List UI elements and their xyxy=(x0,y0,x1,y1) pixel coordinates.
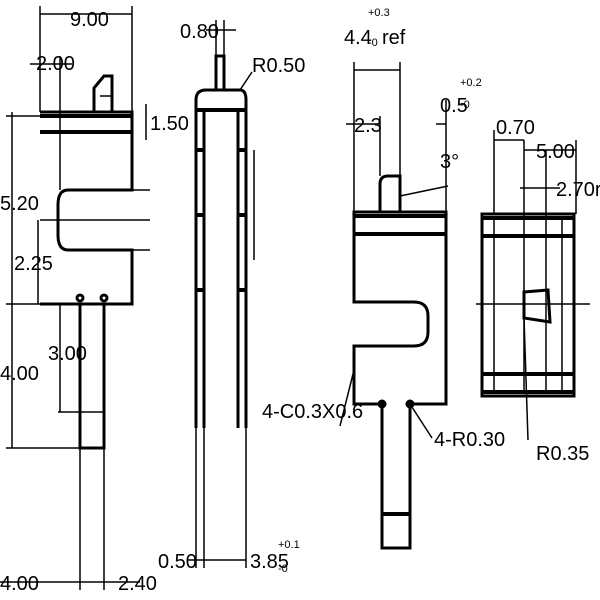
dim-44-ref: ref xyxy=(382,27,406,49)
dim-070-label: 0.70 xyxy=(496,117,535,139)
dim-44-sup: +0.3 xyxy=(368,7,390,19)
dim-r030-label: 4-R0.30 xyxy=(434,429,505,451)
dim-r050-leader xyxy=(239,71,253,91)
dim-400-label: 4.00 xyxy=(0,363,39,385)
view3-hole-left xyxy=(377,399,387,409)
front-hole-right xyxy=(99,293,109,303)
view4-pin xyxy=(522,288,552,324)
front-body-outline xyxy=(40,110,134,306)
dim-23-label: 2.3 xyxy=(354,115,382,137)
dim-r030-leader xyxy=(409,403,433,439)
dim-r035-label: R0.35 xyxy=(536,443,589,465)
front-hole-left xyxy=(75,293,85,303)
dim-270-label: 2.70ref xyxy=(556,179,600,201)
dim-b385-label: 3.85 xyxy=(250,551,289,573)
dim-05-sup: +0.2 xyxy=(460,77,482,89)
dim-15-label: 1.50 xyxy=(150,113,189,135)
dim-500-label: 5.00 xyxy=(536,141,575,163)
dim-9-label: 9.00 xyxy=(70,9,109,31)
view3-hook xyxy=(378,174,402,212)
dim-chamfer-leader xyxy=(339,369,355,427)
dim-angle-label: 3° xyxy=(440,151,459,173)
side-view: 0.80 R0.50 0.50 3.85 +0.1 -0 xyxy=(158,20,305,575)
dim-b240-label: 2.40 xyxy=(118,573,157,595)
dim-080-label: 0.80 xyxy=(180,21,219,43)
fourth-view: 0.70 5.00 2.70ref R0.35 xyxy=(476,117,600,465)
dim-b385-sub: -0 xyxy=(278,563,288,575)
dim-r035-leader xyxy=(523,317,529,441)
side-pin xyxy=(214,54,226,92)
dim-3-label: 3.00 xyxy=(48,343,87,365)
view4-outline xyxy=(480,212,576,398)
third-view: 4.4 +0.3 -0 ref 2.3 0.5 +0.2 -0 3° 4-C0.… xyxy=(262,7,505,550)
front-hook xyxy=(92,74,114,112)
dim-chamfer-label: 4-C0.3X0.6 xyxy=(262,401,363,423)
front-view: 9.00 2.00 1.50 5.20 2.25 4.00 3.00 4.00 … xyxy=(0,6,189,595)
dim-44-label: 4.4 xyxy=(344,27,372,49)
view3-body-outline xyxy=(352,210,448,550)
dim-2-label: 2.00 xyxy=(36,53,75,75)
view3-hole-right xyxy=(405,399,415,409)
dim-r050-label: R0.50 xyxy=(252,55,305,77)
dim-b400-label: 4.00 xyxy=(0,573,39,595)
dim-b385-sup: +0.1 xyxy=(278,539,300,551)
dim-b050-label: 0.50 xyxy=(158,551,197,573)
dim-44-sub: -0 xyxy=(368,37,378,49)
dim-05-sub: -0 xyxy=(460,99,470,111)
dim-225-label: 2.25 xyxy=(14,253,53,275)
view3-angle-line xyxy=(399,185,449,197)
front-leg xyxy=(78,304,106,450)
dim-05-label: 0.5 xyxy=(440,95,468,117)
dim-520-label: 5.20 xyxy=(0,193,39,215)
